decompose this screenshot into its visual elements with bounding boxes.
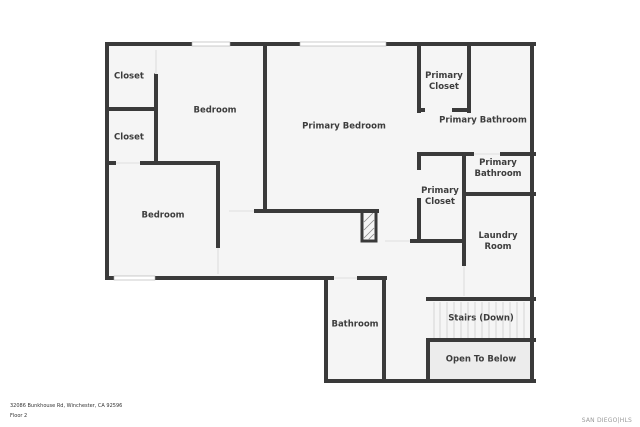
- room-label-primary-bedroom: Primary Bedroom: [302, 121, 386, 132]
- windows: [113, 41, 387, 281]
- property-address: 32086 Bunkhouse Rd, Winchester, CA 92596: [10, 403, 123, 409]
- room-label-primary-bathroom-2: Primary Bathroom: [474, 158, 521, 180]
- room-label-closet-2: Closet: [114, 132, 144, 143]
- stair-treads: [433, 302, 525, 339]
- label-line-2: Bathroom: [474, 169, 522, 179]
- room-label-primary-closet-1: Primary Closet: [425, 71, 463, 93]
- brand-watermark: SAN DIEGO|HLS: [581, 417, 632, 424]
- open-to-below-fill: [430, 341, 532, 379]
- floor-label: Floor 2: [10, 413, 28, 419]
- label-line-1: Primary: [479, 158, 517, 168]
- room-label-bedroom-1: Bedroom: [193, 105, 237, 116]
- door-sill-lines: [116, 50, 500, 296]
- room-label-primary-bathroom-1: Primary Bathroom: [439, 115, 527, 126]
- label-line-1: Laundry: [478, 231, 518, 241]
- room-label-primary-closet-2: Primary Closet: [421, 186, 459, 208]
- room-label-bedroom-2: Bedroom: [141, 210, 185, 221]
- label-line-2: Room: [484, 242, 512, 252]
- chimney-hatch: [363, 212, 375, 241]
- label-line-1: Primary: [425, 71, 463, 81]
- room-label-open-to-below: Open To Below: [445, 354, 517, 365]
- room-label-laundry-room: Laundry Room: [478, 231, 517, 253]
- room-label-stairs: Stairs (Down): [448, 313, 514, 324]
- room-label-closet-1: Closet: [114, 71, 144, 82]
- label-line-2: Closet: [425, 197, 455, 207]
- label-line-2: Closet: [429, 82, 459, 92]
- label-line-1: Primary: [421, 186, 459, 196]
- room-label-bathroom: Bathroom: [331, 319, 379, 330]
